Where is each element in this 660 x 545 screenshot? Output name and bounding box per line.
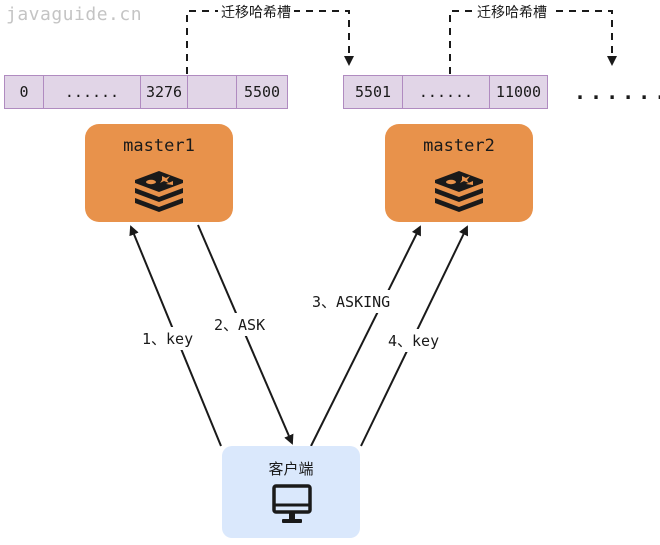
- node-master2-label: master2: [423, 136, 495, 156]
- slot-cell: 3276: [140, 75, 188, 109]
- slot-cell: ......: [43, 75, 141, 109]
- redis-icon: [135, 171, 183, 212]
- node-master2: master2: [385, 124, 533, 222]
- client-label: 客户端: [268, 460, 314, 478]
- edge-label-1: 1、key: [140, 327, 196, 350]
- monitor-icon: [272, 484, 312, 523]
- node-master1-label: master1: [123, 136, 195, 156]
- more-slots: ......: [574, 80, 660, 104]
- edge-3-asking: [310, 225, 421, 447]
- slot-cell: 5501: [343, 75, 403, 109]
- edge-label-2: 2、ASK: [212, 313, 268, 336]
- migrate-label-1: 迁移哈希槽: [218, 2, 294, 22]
- slot-cell: 0: [4, 75, 44, 109]
- edge-label-3: 3、ASKING: [310, 290, 393, 313]
- slot-cell: ......: [402, 75, 490, 109]
- migrate-label-2: 迁移哈希槽: [474, 2, 550, 22]
- redis-icon: [435, 171, 483, 212]
- slot-row-master2: 5501 ...... 11000: [343, 75, 548, 109]
- slot-cell: 11000: [489, 75, 548, 109]
- edge-label-4: 4、key: [386, 329, 442, 352]
- slot-row-master1: 0 ...... 3276 5500: [4, 75, 288, 109]
- slot-cell: 5500: [236, 75, 288, 109]
- slot-cell: [187, 75, 237, 109]
- node-master1: master1: [85, 124, 233, 222]
- node-client: 客户端: [222, 446, 360, 538]
- watermark: javaguide.cn: [6, 4, 143, 25]
